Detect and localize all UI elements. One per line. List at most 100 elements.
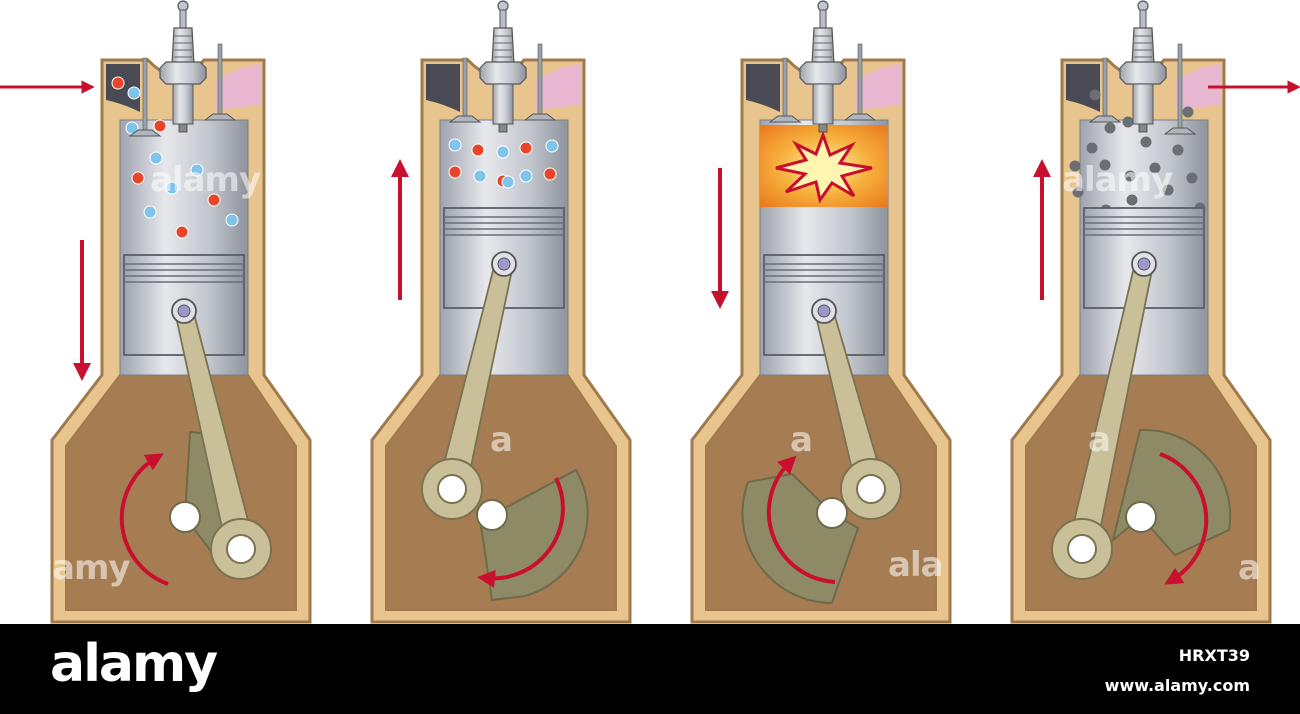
air-particle: [496, 145, 510, 159]
air-particle: [127, 86, 141, 100]
exhaust-particle: [1149, 162, 1161, 174]
exhaust-valve-head: [203, 113, 237, 121]
footer-bar: alamy HRXT39 www.alamy.com: [0, 624, 1300, 714]
crankshaft-hole: [169, 501, 201, 533]
crankshaft-hole: [476, 499, 508, 531]
piston-pin-core: [1137, 257, 1151, 271]
air-particle: [519, 169, 533, 183]
exhaust-particle: [1069, 160, 1081, 172]
image-id: HRXT39: [1178, 646, 1250, 665]
crankshaft-hole: [1125, 501, 1157, 533]
spark-plug-hex: [799, 61, 847, 85]
air-particle: [149, 151, 163, 165]
air-particle: [165, 181, 179, 195]
rotation-arrow: [477, 477, 565, 588]
exhaust-port: [536, 64, 582, 110]
exhaust-valve-stem: [1177, 43, 1183, 135]
air-particle: [143, 205, 157, 219]
intake-valve-head: [448, 115, 482, 123]
brand-logo[interactable]: alamy: [50, 634, 218, 694]
intake-valve-head: [1088, 115, 1122, 123]
fuel-particle: [153, 119, 167, 133]
exhaust-valve-stem: [537, 43, 543, 121]
stage-power: [690, 0, 952, 624]
exhaust-particle: [1186, 172, 1198, 184]
exhaust-particle: [1172, 144, 1184, 156]
exhaust-particle: [1182, 106, 1194, 118]
fuel-particle: [471, 143, 485, 157]
four-stroke-engine-diagram: [0, 0, 1300, 624]
spark-plug-insulator: [811, 27, 835, 65]
piston-pin-core: [817, 304, 831, 318]
crank-pin-hole: [437, 474, 467, 504]
exhaust-particle: [1099, 159, 1111, 171]
rotation-arrow: [1159, 452, 1209, 585]
crankshaft-hole: [816, 497, 848, 529]
fuel-particle: [543, 167, 557, 181]
exhaust-valve-head: [523, 113, 557, 121]
spark-plug-insulator: [1131, 27, 1155, 65]
exhaust-port: [856, 64, 902, 110]
crankcase: [65, 374, 297, 611]
crank-pin-hole: [226, 534, 256, 564]
spark-plug-hex: [1119, 61, 1167, 85]
exhaust-particle: [1162, 184, 1174, 196]
intake-valve-stem: [462, 57, 468, 123]
exhaust-particle: [1086, 142, 1098, 154]
stage-compression: [370, 0, 632, 624]
intake-valve-head: [128, 129, 162, 137]
spark-plug-insulator: [491, 27, 515, 65]
spark-plug-insulator: [171, 27, 195, 65]
exhaust-valve-stem: [857, 43, 863, 121]
spark-plug-thread: [492, 83, 514, 125]
fuel-particle: [111, 76, 125, 90]
exhaust-port: [216, 64, 262, 110]
spark-plug-terminal: [179, 9, 187, 29]
stage-exhaust: [1010, 0, 1300, 624]
piston-pin-core: [497, 257, 511, 271]
air-particle: [545, 139, 559, 153]
rotation-arrow: [766, 455, 836, 584]
air-particle: [225, 213, 239, 227]
fuel-particle: [131, 171, 145, 185]
exhaust-port: [1176, 64, 1222, 110]
intake-port: [106, 64, 140, 112]
air-particle: [473, 169, 487, 183]
exhaust-particle: [1104, 122, 1116, 134]
rotation-arrow: [119, 453, 169, 586]
intake-valve-stem: [1102, 57, 1108, 123]
spark-plug-electrode: [818, 123, 828, 133]
spark-plug-hex: [159, 61, 207, 85]
exhaust-particle: [1122, 116, 1134, 128]
spark-plug-terminal: [1139, 9, 1147, 29]
intake-port: [1066, 64, 1100, 112]
air-particle: [190, 163, 204, 177]
site-url[interactable]: www.alamy.com: [1104, 676, 1250, 695]
crank-counterweight: [741, 472, 860, 605]
fuel-particle: [207, 193, 221, 207]
exhaust-particle: [1124, 170, 1136, 182]
piston-pin-core: [177, 304, 191, 318]
fuel-particle: [175, 225, 189, 239]
spark-plug-terminal: [819, 9, 827, 29]
spark-plug-electrode: [498, 123, 508, 133]
spark-plug-terminal: [499, 9, 507, 29]
fuel-particle: [519, 141, 533, 155]
explosion-icon: [775, 130, 873, 204]
fuel-particle: [448, 165, 462, 179]
intake-port: [746, 64, 780, 112]
stage-intake: [0, 0, 312, 624]
intake-valve-head: [768, 115, 802, 123]
spark-plug-hex: [479, 61, 527, 85]
spark-plug-electrode: [178, 123, 188, 133]
air-particle: [448, 138, 462, 152]
intake-valve-stem: [782, 57, 788, 123]
exhaust-particle: [1126, 194, 1138, 206]
crank-pin-hole: [856, 474, 886, 504]
air-particle: [501, 175, 515, 189]
exhaust-particle: [1140, 136, 1152, 148]
exhaust-particle: [1089, 89, 1101, 101]
crank-counterweight: [1111, 428, 1232, 557]
intake-valve-stem: [142, 57, 148, 137]
intake-port: [426, 64, 460, 112]
